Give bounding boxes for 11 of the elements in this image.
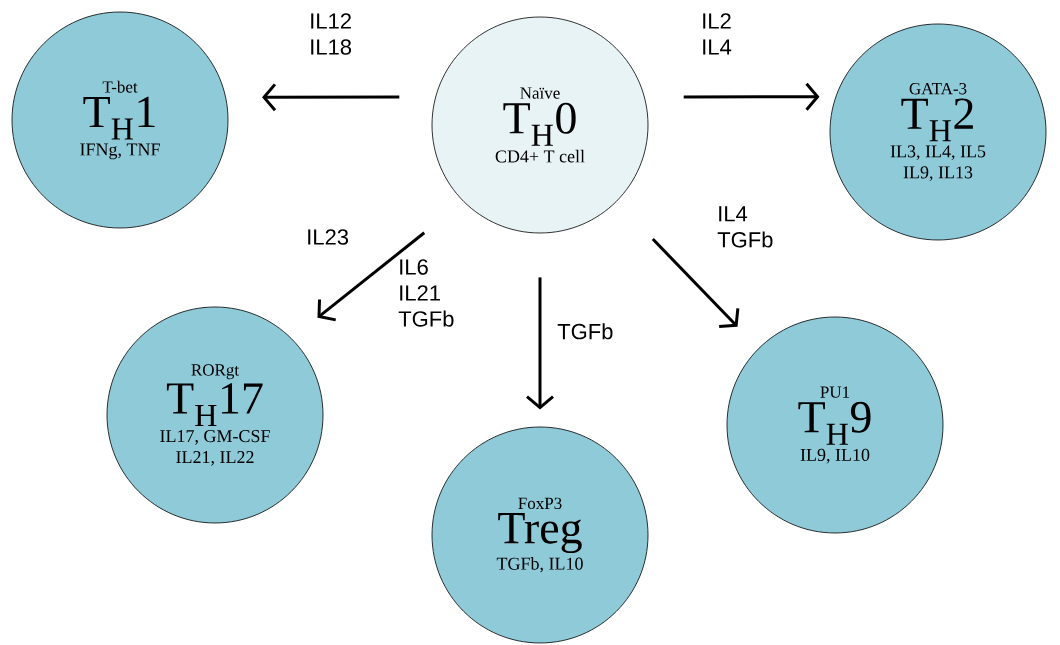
edge-label: IL4 TGFb <box>717 206 773 248</box>
edge-label: IL6 IL21 TGFb <box>398 259 454 327</box>
arrow <box>526 277 554 410</box>
arrow <box>262 83 400 112</box>
arrow <box>683 82 820 111</box>
arrow <box>651 238 740 328</box>
cytokine-label: IL23 <box>308 229 349 245</box>
edge-label: TGFb <box>557 323 613 340</box>
edge-label: IL12 IL18 <box>311 13 352 55</box>
edge-label: IL2 IL4 <box>703 13 732 55</box>
arrow <box>317 231 426 322</box>
